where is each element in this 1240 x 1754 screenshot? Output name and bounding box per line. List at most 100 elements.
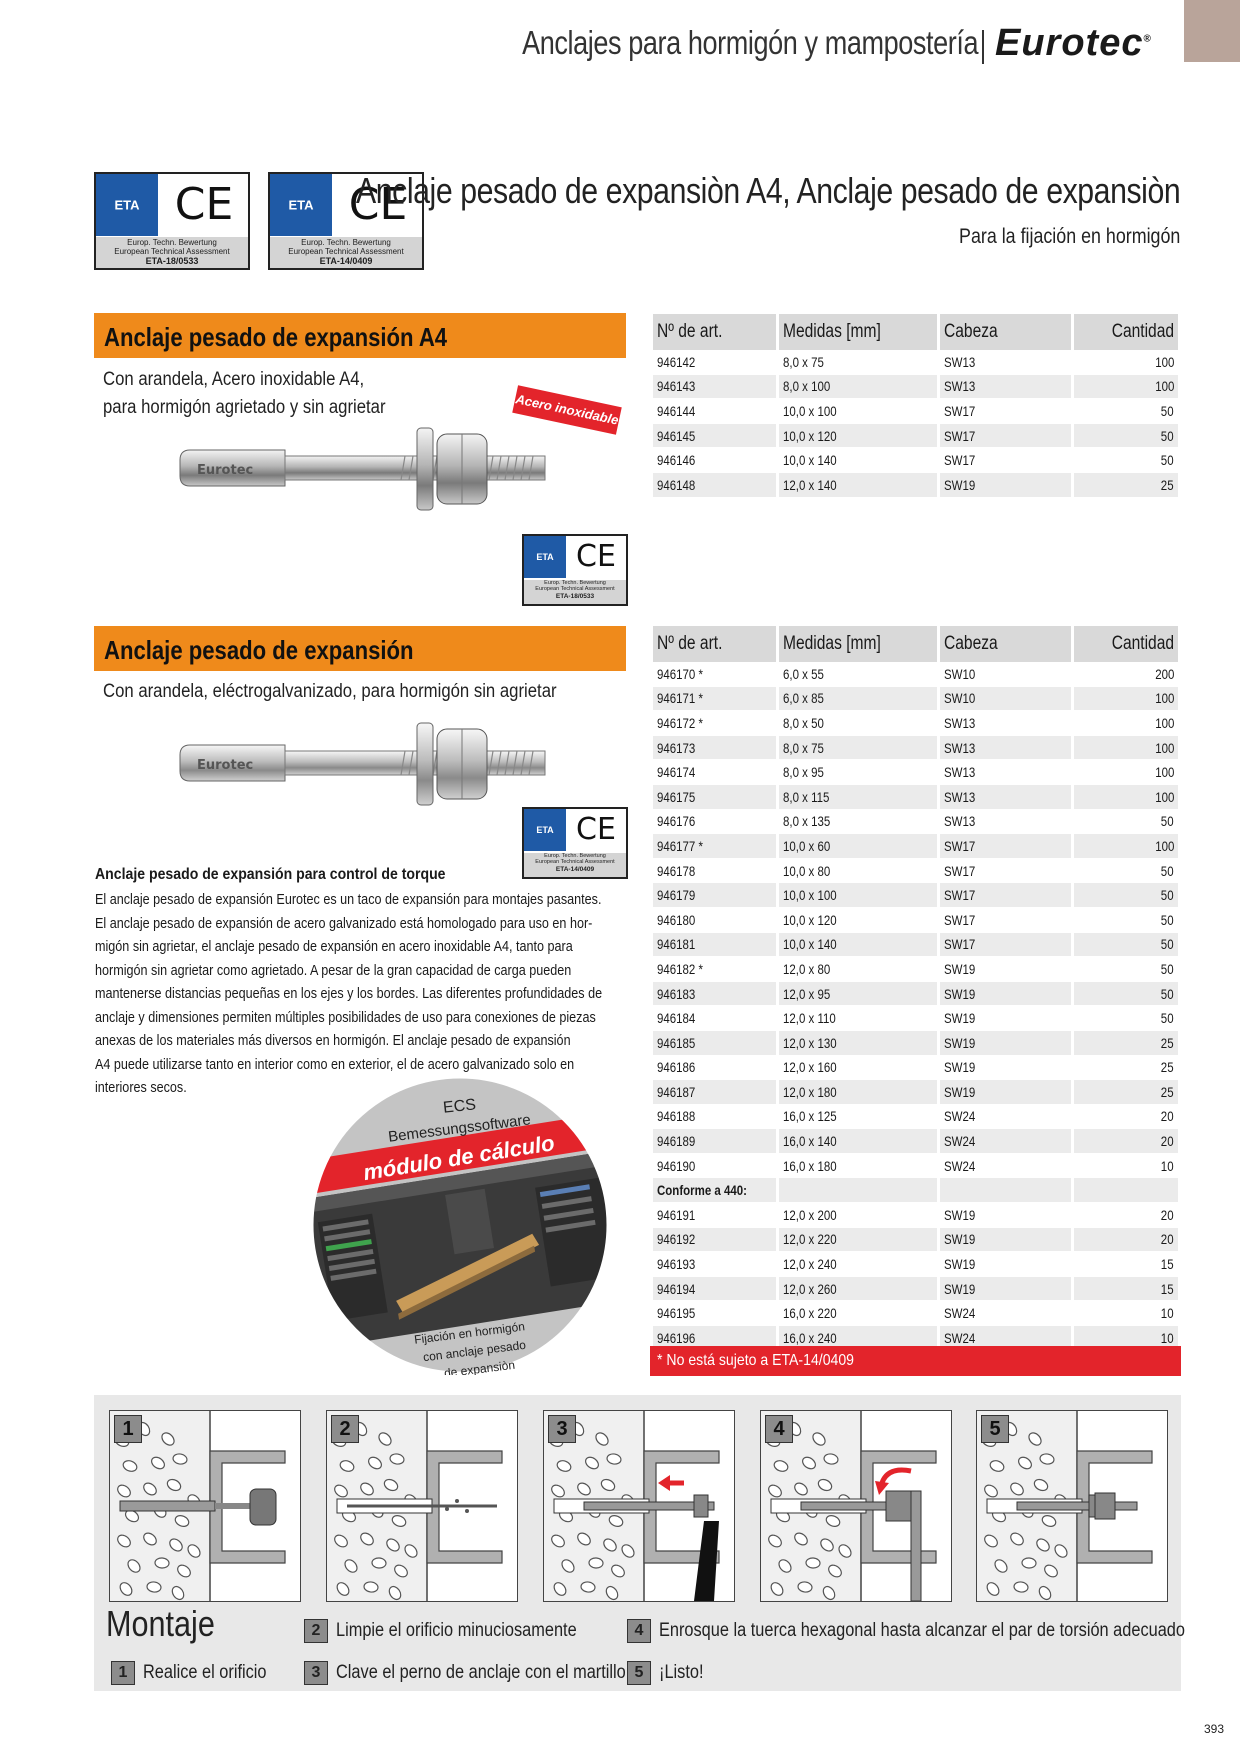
qty-cell: 25 [1074,1030,1178,1056]
size-cell: 6,0 x 85 [779,686,937,712]
size-cell: 12,0 x 130 [779,1030,937,1056]
qty-cell: 50 [1074,858,1178,884]
size-cell: 6,0 x 55 [779,662,937,687]
qty-cell: 100 [1074,686,1178,712]
eu-flag-icon: ETA [96,174,158,236]
qty-cell: 200 [1074,662,1178,687]
qty-cell: 50 [1074,1006,1178,1031]
size-cell: 12,0 x 260 [779,1276,937,1302]
size-cell: 16,0 x 125 [779,1104,937,1130]
size-cell: 8,0 x 100 [779,374,937,400]
head-cell: SW17 [940,858,1071,884]
ce-mark: CE [174,179,234,230]
qty-cell: 20 [1074,1104,1178,1130]
art-number-cell: 946178 [653,858,776,884]
qty-cell: 100 [1074,711,1178,736]
qty-cell: 20 [1074,1129,1178,1154]
header-size: Medidas [mm] [779,626,937,662]
head-cell: SW24 [940,1129,1071,1154]
head-cell: SW19 [940,1252,1071,1277]
qty-cell: 10 [1074,1301,1178,1327]
svg-text:Eurotec: Eurotec [197,758,253,773]
qty-cell: 50 [1074,399,1178,424]
section-a4-desc: Con arandela, Acero inoxidable A4,para h… [103,369,386,418]
qty-cell: 50 [1074,883,1178,908]
qty-cell: 25 [1074,472,1178,498]
art-number-cell: Conforme a 440: [653,1178,776,1204]
brand-name: Eurotec [995,22,1144,64]
head-cell: SW24 [940,1153,1071,1179]
assembly-panel: 1 2 3 4 5 [94,1395,1181,1691]
art-number-cell: 946194 [653,1276,776,1302]
qty-cell: 50 [1074,981,1178,1007]
art-number-cell: 946189 [653,1129,776,1154]
qty-cell: 50 [1074,423,1178,449]
table-a4: Nº de art. Medidas [mm] Cabeza Cantidad … [650,314,1181,498]
head-cell: SW10 [940,686,1071,712]
qty-cell: 100 [1074,834,1178,859]
size-cell: 12,0 x 110 [779,1006,937,1031]
art-number-cell: 946191 [653,1203,776,1228]
qty-cell: 100 [1074,784,1178,810]
art-number-cell: 946185 [653,1030,776,1056]
qty-cell: 100 [1074,735,1178,761]
head-cell: SW19 [940,1203,1071,1228]
table-header-row: Nº de art. Medidas [mm] Cabeza Cantidad [653,314,1178,350]
art-number-cell: 946146 [653,448,776,473]
head-cell: SW17 [940,834,1071,859]
eu-flag-icon: ETA [524,809,566,851]
size-cell: 12,0 x 220 [779,1227,937,1253]
table-row: Conforme a 440: [653,1178,1178,1204]
section-zinc-desc: Con arandela, eléctrogalvanizado, para h… [103,681,557,702]
size-cell: 10,0 x 120 [779,423,937,449]
size-cell: 8,0 x 135 [779,809,937,835]
art-number-cell: 946192 [653,1227,776,1253]
head-cell: SW19 [940,981,1071,1007]
size-cell: 16,0 x 140 [779,1129,937,1154]
head-cell: SW19 [940,1227,1071,1253]
qty-cell: 100 [1074,374,1178,400]
head-cell: SW10 [940,662,1071,687]
page-number: 393 [1203,1722,1224,1736]
torque-heading: Anclaje pesado de expansión para control… [95,866,446,883]
art-number-cell: 946145 [653,423,776,449]
header-qty: Cantidad [1074,626,1178,662]
ecs-line1: ECS [442,1096,477,1116]
step-drawing [761,1411,937,1601]
qty-cell: 20 [1074,1227,1178,1253]
head-cell: SW19 [940,957,1071,982]
art-number-cell: 946182 * [653,957,776,982]
head-cell: SW13 [940,374,1071,400]
size-cell: 8,0 x 115 [779,784,937,810]
header-title: Anclajes para hormigón y mampostería [521,24,978,61]
art-number-cell: 946179 [653,883,776,908]
qty-cell: 25 [1074,1055,1178,1081]
size-cell: 12,0 x 80 [779,957,937,982]
head-cell: SW17 [940,423,1071,449]
art-number-cell: 946144 [653,399,776,424]
art-number-cell: 946173 [653,735,776,761]
header-art: Nº de art. [653,626,776,662]
art-number-cell: 946188 [653,1104,776,1130]
section-zinc-title: Anclaje pesado de expansión [104,635,414,665]
eu-flag-icon: ETA [524,536,566,578]
step-2-illustration: 2 [326,1410,518,1602]
art-number-cell: 946175 [653,784,776,810]
size-cell: 8,0 x 75 [779,735,937,761]
header-head: Cabeza [940,626,1071,662]
